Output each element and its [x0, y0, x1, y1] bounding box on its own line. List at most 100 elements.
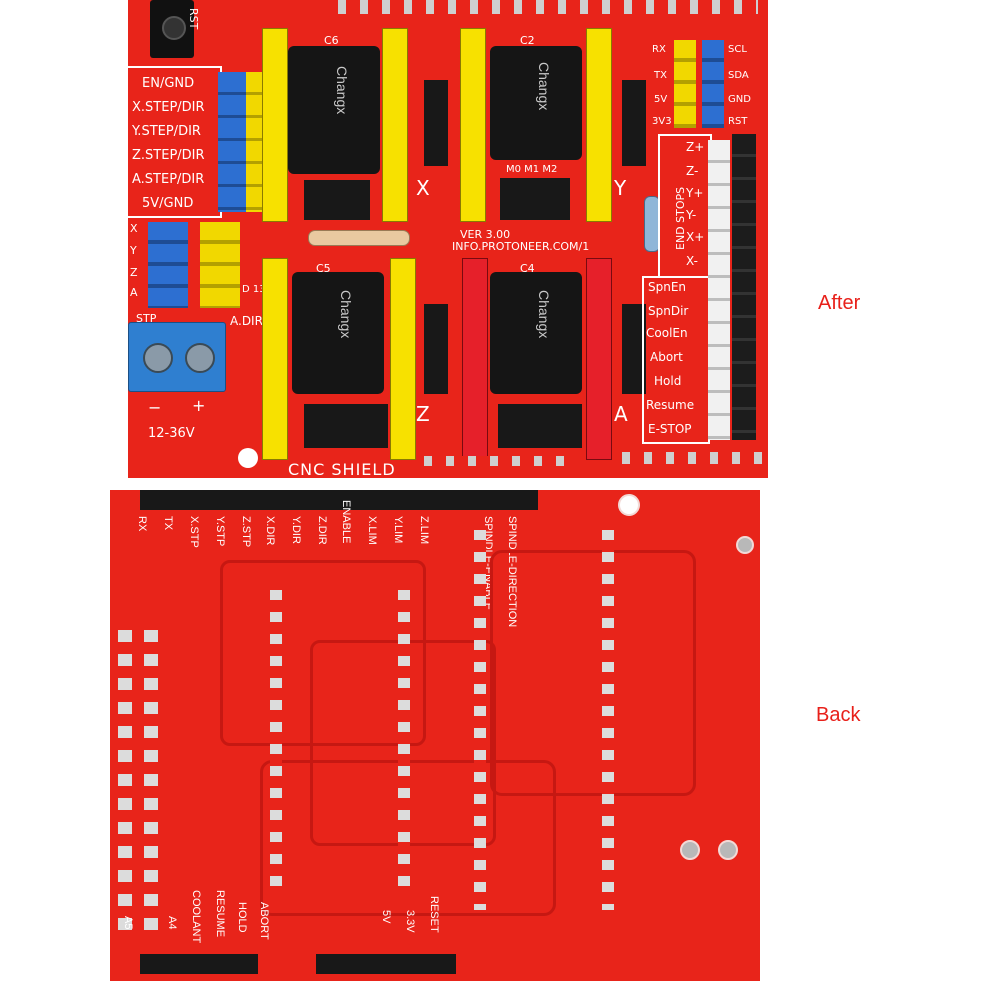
right-label-1: SpnDir — [648, 304, 689, 318]
back-top-label-4: Z.STP — [240, 516, 252, 548]
back-top-label-3: Y.STP — [214, 516, 226, 547]
tr-label2-3: RST — [728, 116, 748, 127]
polarity-plus: + — [192, 396, 206, 415]
bottom-pin-row-left — [424, 456, 564, 466]
axis-small-2: Z — [130, 266, 138, 279]
driver-socket-y-left — [460, 28, 486, 222]
back-bottom-label-3: RESUME — [214, 890, 226, 938]
capacitor-c2: Changx — [490, 46, 582, 160]
back-top-label-0: RX — [136, 516, 148, 532]
axis-big-z: Z — [416, 402, 430, 426]
back-top-header-right — [356, 490, 538, 510]
driver-socket-x-right — [382, 28, 408, 222]
power-terminal — [128, 322, 226, 392]
cap-label-c6: C6 — [324, 34, 339, 47]
right-label-6: E-STOP — [648, 422, 692, 436]
cnc-shield-back-photo: RX TX X.STP Y.STP Z.STP X.DIR Y.DIR Z.DI… — [110, 490, 760, 981]
right-header-black — [732, 134, 756, 440]
left-pin-header — [218, 72, 246, 212]
driver-socket-a-left — [462, 258, 488, 460]
back-pad-col-c — [474, 530, 486, 910]
driver-socket-x-left — [262, 28, 288, 222]
back-top-label-10: Y.LIM — [392, 516, 404, 544]
voltage-label: 12-36V — [148, 426, 195, 441]
back-top-label-11: Z.LIM — [418, 516, 430, 545]
end-stop-4: X+ — [686, 230, 705, 244]
version-label: VER 3.00 — [460, 228, 511, 241]
tr-label-1: TX — [654, 70, 667, 81]
axis-jumper-blue — [148, 222, 188, 308]
mounting-hole-back-3 — [718, 840, 738, 860]
back-top-header-left — [140, 490, 362, 510]
cap-brand-c6: Changx — [334, 66, 350, 115]
tr-label2-0: SCL — [728, 44, 747, 55]
left-label-5: 5V/GND — [142, 196, 194, 211]
driver-socket-y-right — [586, 28, 612, 222]
right-label-5: Resume — [646, 398, 695, 412]
url-label: INFO.PROTONEER.COM/1 — [452, 240, 590, 253]
tr-label-3: 3V3 — [652, 116, 672, 127]
back-bottom-label-0: A5 — [122, 916, 134, 930]
mounting-hole-back-1 — [618, 494, 640, 516]
right-label-3: Abort — [650, 350, 683, 364]
capacitor-c6: Changx — [288, 46, 380, 174]
capacitor-c4: Changx — [490, 272, 582, 394]
board-title: CNC SHIELD — [288, 460, 396, 479]
back-bottom-label-2: COOLANT — [190, 890, 202, 944]
right-label-4: Hold — [654, 374, 682, 388]
mounting-hole — [238, 448, 258, 468]
cap-label-c5: C5 — [316, 262, 331, 275]
axis-jumper-yellow — [200, 222, 240, 308]
end-stop-1: Z- — [686, 164, 699, 178]
trace-3 — [490, 550, 696, 796]
back-top-label-7: Z.DIR — [316, 516, 328, 545]
tr-label2-1: SDA — [728, 70, 749, 81]
back-bottom-label-6: 5V — [380, 910, 392, 924]
caption-after: After — [818, 292, 861, 314]
bottom-pin-row-right — [622, 452, 762, 464]
top-header-row — [338, 0, 758, 14]
fuse — [308, 230, 410, 246]
rst-label: RST — [187, 8, 200, 30]
left-label-1: X.STEP/DIR — [132, 100, 205, 115]
back-left-pad-column-2 — [144, 630, 158, 930]
back-bottom-header-left — [140, 954, 258, 974]
axis-small-0: X — [130, 222, 138, 235]
back-bottom-header-right — [316, 954, 456, 974]
back-bottom-label-7: 3.3V — [404, 910, 416, 933]
axis-small-1: Y — [130, 244, 137, 257]
microstep-jumpers-z — [304, 404, 388, 448]
reset-button — [150, 0, 194, 58]
motor-header-y — [622, 80, 646, 166]
right-header-white — [708, 140, 730, 440]
tr-label2-2: GND — [728, 94, 751, 105]
stp-label: STP — [136, 312, 157, 325]
back-bottom-label-8: RESET — [428, 896, 440, 933]
back-left-pad-column — [118, 630, 132, 930]
mounting-hole-back-4 — [736, 536, 754, 554]
caption-back: Back — [816, 704, 861, 726]
back-top-label-6: Y.DIR — [290, 516, 302, 544]
back-top-label-1: TX — [162, 516, 174, 531]
microstep-label: M0 M1 M2 — [506, 164, 558, 175]
tr-label-2: 5V — [654, 94, 668, 105]
end-stop-5: X- — [686, 254, 698, 268]
back-top-label-5: X.DIR — [264, 516, 276, 546]
trace-1 — [220, 560, 426, 746]
i2c-header-blue — [702, 40, 724, 128]
axis-big-x: X — [416, 176, 430, 200]
serial-header-yellow — [674, 40, 696, 128]
microstep-jumpers-a — [498, 404, 582, 448]
driver-socket-a-right — [586, 258, 612, 460]
back-pad-col-a — [270, 590, 282, 890]
motor-header-z — [424, 304, 448, 394]
right-label-0: SpnEn — [648, 280, 687, 294]
axis-small-3: A — [130, 286, 138, 299]
back-bottom-label-1: A4 — [166, 916, 178, 930]
left-label-4: A.STEP/DIR — [132, 172, 205, 187]
driver-socket-z-left — [262, 258, 288, 460]
back-pad-col-b — [398, 590, 410, 890]
end-stop-3: Y- — [686, 208, 697, 222]
capacitor-c5: Changx — [292, 272, 384, 394]
microstep-jumpers-y — [500, 178, 570, 220]
